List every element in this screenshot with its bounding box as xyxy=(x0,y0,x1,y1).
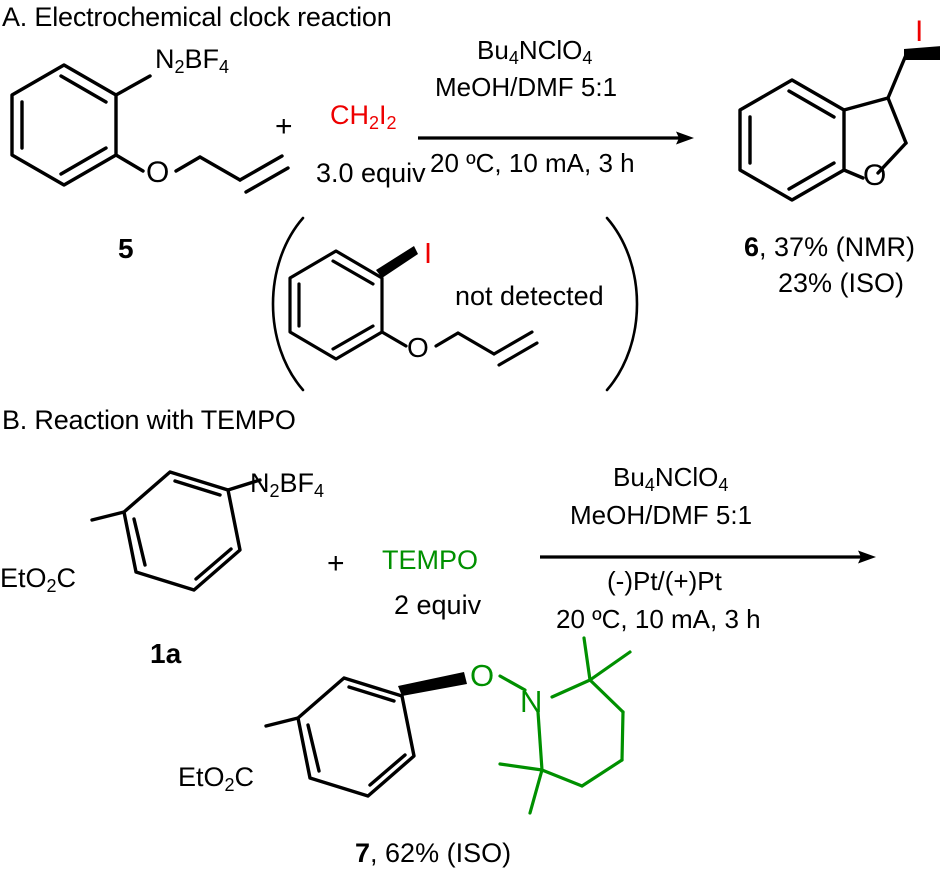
reaction-arrow-b xyxy=(540,550,876,564)
plus-sign-a: + xyxy=(275,110,293,143)
diazonium-bf-sub: 4 xyxy=(219,57,230,78)
condition-solvent-b: MeOH/DMF 5:1 xyxy=(570,500,753,530)
yield-line-2-compound-6: 23% (ISO) xyxy=(778,268,905,298)
wedge-bond-aryl-to-oxygen xyxy=(398,672,467,696)
electrolyte-bu-b: Bu xyxy=(613,462,645,492)
condition-temp-current-time-b: 20 ºC, 10 mA, 3 h xyxy=(556,604,761,634)
compound-label-6: 6 xyxy=(744,232,760,262)
not-detected-annotation: not detected xyxy=(455,281,604,311)
compound-label-1a: 1a xyxy=(150,638,182,669)
furan-oxygen-label-6: O xyxy=(863,159,886,192)
ch2i2-sub1: 2 xyxy=(369,113,380,134)
ester-sub-7: 2 xyxy=(224,775,235,796)
diazonium-label-1a: N2BF4 xyxy=(250,468,324,502)
equiv-label-tempo: 2 equiv xyxy=(394,590,482,620)
panel-a-title: A. Electrochemical clock reaction xyxy=(2,2,392,32)
diazonium-bf-sub-1a: 4 xyxy=(314,481,325,502)
electrolyte-bu-sub: 4 xyxy=(508,48,519,69)
structure-compound-7: O N xyxy=(264,636,632,815)
diazonium-n-sub: 2 xyxy=(174,57,185,78)
iodine-label-byproduct: I xyxy=(424,238,433,270)
structure-byproduct-aryl-iodide: O xyxy=(288,246,539,367)
reaction-arrow-a xyxy=(418,131,694,145)
electrolyte-nclo: NClO xyxy=(518,35,583,65)
structure-compound-6: O xyxy=(738,46,940,202)
yield-line-1-compound-6: 6, 37% (NMR) xyxy=(744,232,915,263)
tempo-oxygen-label: O xyxy=(470,658,494,693)
paren-close-icon xyxy=(605,216,639,392)
electrolyte-bu-sub-b: 4 xyxy=(644,475,655,496)
ester-c-7: C xyxy=(234,762,255,792)
plus-sign-b: + xyxy=(327,547,345,580)
compound-label-7: 7 xyxy=(355,838,371,868)
wedge-bond-to-iodine xyxy=(904,46,940,60)
condition-temp-current-time-a: 20 ºC, 10 mA, 3 h xyxy=(430,148,635,178)
ether-oxygen-label-byproduct: O xyxy=(407,332,429,363)
ester-label-1a: EtO2C xyxy=(0,563,76,597)
ch2i2-c: CH xyxy=(330,100,369,130)
ester-sub: 2 xyxy=(46,576,57,597)
electrolyte-nclo-sub: 4 xyxy=(582,48,593,69)
ester-c: C xyxy=(56,563,77,593)
diazonium-n-sub-1a: 2 xyxy=(269,481,280,502)
ch2i2-sub2: 2 xyxy=(386,113,397,134)
compound-label-5: 5 xyxy=(118,233,134,264)
electrolyte-nclo-b: NClO xyxy=(654,462,719,492)
diazonium-label-5: N2BF4 xyxy=(155,44,229,78)
condition-electrolyte-b: Bu4NClO4 xyxy=(613,462,728,496)
yield-line-compound-7: 7, 62% (ISO) xyxy=(355,838,511,869)
ester-eto: EtO xyxy=(0,563,47,593)
yield-iso-text-7: , 62% (ISO) xyxy=(370,838,512,868)
ether-oxygen-label-5: O xyxy=(146,156,169,189)
bracket-parentheses-group xyxy=(271,216,639,392)
paren-open-icon xyxy=(271,216,305,392)
equiv-label-ch2i2: 3.0 equiv xyxy=(316,158,426,188)
ch2i2-i: I xyxy=(379,100,387,130)
condition-electrolyte-a: Bu4NClO4 xyxy=(477,35,592,69)
tempo-nitrogen-label: N xyxy=(520,684,542,719)
diazonium-bf-1a: BF xyxy=(279,468,315,498)
structure-compound-5: O xyxy=(10,63,290,194)
yield-nmr-text: , 37% (NMR) xyxy=(759,232,916,262)
wedge-bond-to-iodine-byproduct xyxy=(376,246,418,278)
condition-electrodes-b: (-)Pt/(+)Pt xyxy=(607,566,722,596)
condition-solvent-a: MeOH/DMF 5:1 xyxy=(435,72,618,102)
iodine-label-6: I xyxy=(915,15,924,48)
reagent-ch2i2: CH2I2 xyxy=(330,100,397,134)
electrolyte-bu: Bu xyxy=(477,35,509,65)
structure-compound-1a xyxy=(90,470,262,592)
diazonium-n-1a: N xyxy=(250,468,270,498)
reagent-tempo: TEMPO xyxy=(382,545,479,575)
diazonium-n: N xyxy=(155,44,175,74)
electrolyte-nclo-sub-b: 4 xyxy=(718,475,729,496)
diazonium-bf: BF xyxy=(184,44,220,74)
ester-eto-7: EtO xyxy=(178,762,225,792)
ester-label-7: EtO2C xyxy=(178,762,254,796)
panel-b-title: B. Reaction with TEMPO xyxy=(2,405,296,435)
